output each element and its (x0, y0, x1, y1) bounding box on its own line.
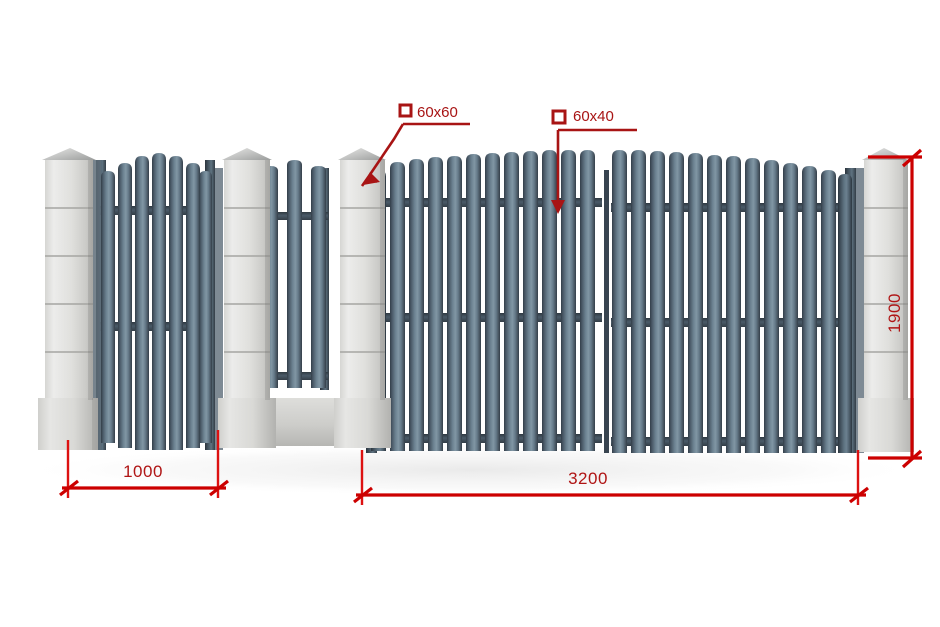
picket (542, 150, 557, 451)
picket (186, 163, 200, 448)
arrow-head-icon (551, 200, 565, 214)
pillar-shaft (340, 160, 385, 400)
driveway-gate (366, 150, 856, 453)
pillar-joints (45, 207, 93, 353)
picket (838, 174, 852, 453)
picket (428, 157, 443, 451)
picket (650, 151, 665, 453)
pillar-far-right (856, 148, 914, 453)
pillar-far-left (38, 148, 101, 450)
pillar-wicket-left (215, 148, 276, 450)
picket (523, 151, 538, 451)
picket (169, 156, 183, 450)
picket (101, 171, 115, 443)
dimension-label-1900: 1900 (885, 293, 904, 333)
picket (707, 155, 722, 453)
picket (745, 158, 760, 453)
picket (466, 154, 481, 451)
callout-60x40: 60x40 (551, 108, 637, 214)
picket (802, 166, 817, 453)
picket (504, 152, 519, 451)
picket (688, 153, 703, 453)
picket (726, 156, 741, 453)
square-profile-icon (398, 103, 413, 118)
pillar-cap (338, 148, 386, 160)
picket (612, 150, 627, 453)
pillar-base (858, 398, 914, 452)
picket (199, 171, 212, 443)
picket (764, 160, 779, 453)
pillar-base (334, 398, 391, 448)
picket (821, 170, 836, 453)
picket (409, 159, 424, 451)
picket (287, 160, 302, 388)
picket (669, 152, 684, 453)
pillar-shaft (45, 160, 93, 400)
ground-shadow (15, 444, 925, 496)
picket (783, 163, 798, 453)
dimension-label-1000: 1000 (123, 462, 163, 481)
picket (561, 150, 576, 451)
left-fence-panel (96, 153, 215, 450)
pillar-cap (222, 148, 272, 160)
picket (135, 156, 149, 450)
pillar-shaft (224, 160, 270, 400)
picket (118, 163, 132, 448)
picket (447, 156, 462, 451)
pillar-base (218, 398, 276, 448)
callout-label-60x60: 60x60 (417, 104, 458, 121)
dimension-3200: 3200 (353, 450, 869, 505)
picket (390, 162, 405, 451)
dimension-1000: 1000 (59, 430, 229, 498)
picket (152, 153, 166, 450)
pillar-wicket-right (334, 148, 391, 448)
dimension-1900: 1900 (868, 148, 923, 469)
dimension-label-3200: 3200 (568, 469, 608, 488)
driveway-gate-meeting-stile (604, 170, 609, 453)
pillar-joints (864, 207, 908, 353)
callout-60x60: 60x60 (360, 103, 470, 187)
picket (580, 150, 595, 451)
pillar-cap (42, 148, 96, 160)
picket (311, 166, 326, 388)
picket (485, 153, 500, 451)
rect-profile-icon (551, 109, 567, 125)
arrow-head-icon (363, 172, 380, 185)
pillar-joints (340, 207, 385, 353)
callout-label-60x40: 60x40 (573, 108, 614, 125)
pillar-shaft (864, 160, 908, 400)
pillar-joints (224, 207, 270, 353)
picket (631, 150, 646, 453)
